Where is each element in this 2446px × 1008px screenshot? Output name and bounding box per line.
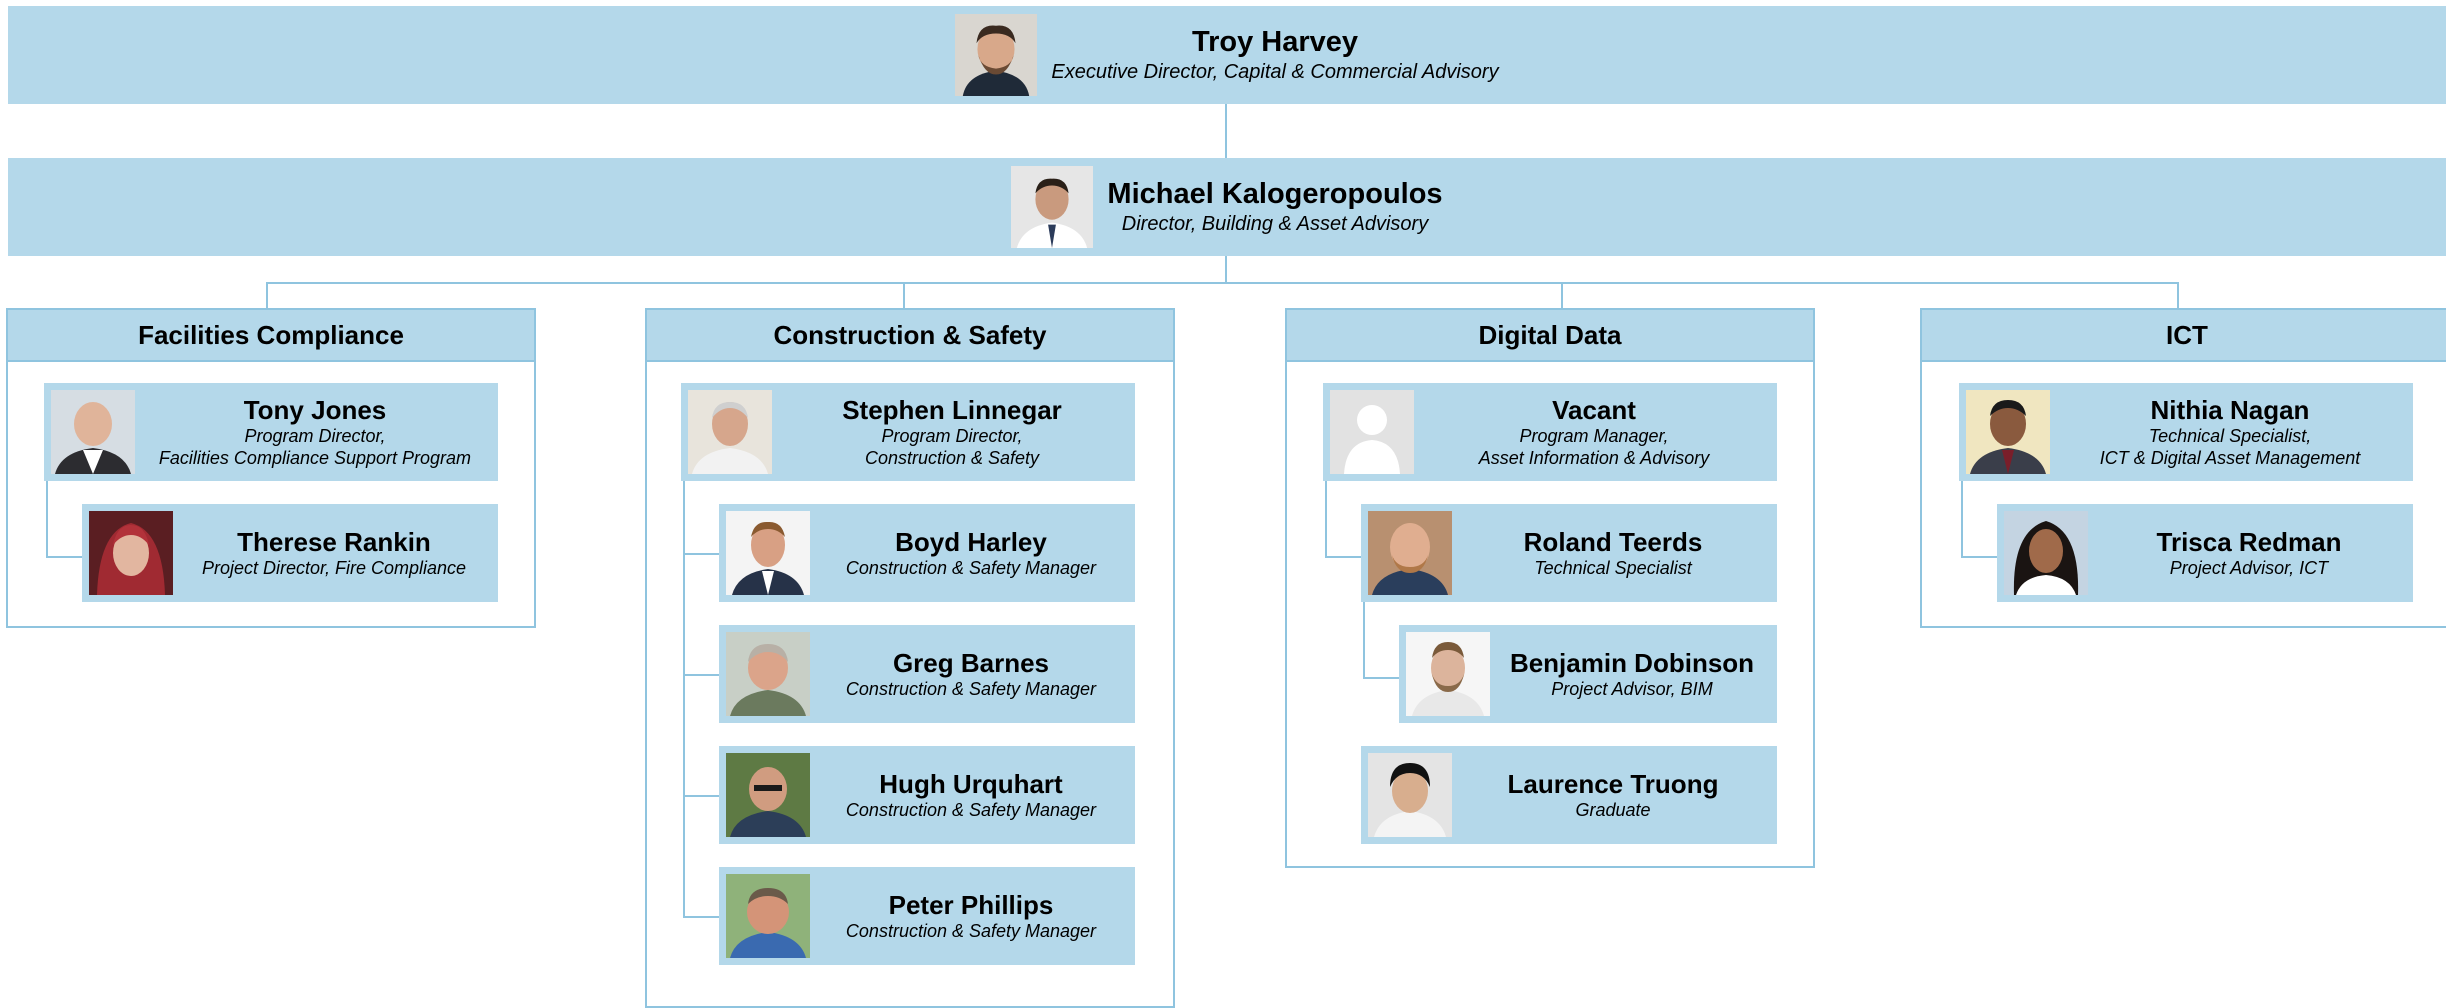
person-title-line1: Technical Specialist, xyxy=(2148,426,2312,446)
person-title-line1: Program Manager, xyxy=(1519,426,1669,446)
branch-line xyxy=(1961,480,1963,557)
person-name: Peter Phillips xyxy=(888,890,1054,920)
branch-line xyxy=(46,480,48,557)
connector-trunk xyxy=(1225,256,1227,283)
person-card-therese-rankin[interactable]: Therese Rankin Project Director, Fire Co… xyxy=(82,504,498,602)
person-title-line2: ICT & Digital Asset Management xyxy=(2099,448,2361,468)
connector-dept-3 xyxy=(1561,282,1563,309)
person-title-line1: Program Director, xyxy=(881,426,1023,446)
person-photo-icon xyxy=(688,390,772,474)
person-name: Trisca Redman xyxy=(2156,527,2342,557)
executive-director-name: Troy Harvey xyxy=(1191,26,1359,58)
person-photo-icon xyxy=(1368,753,1452,837)
person-card-nithia-nagan[interactable]: Nithia Nagan Technical Specialist, ICT &… xyxy=(1959,383,2413,481)
person-card-roland-teerds[interactable]: Roland Teerds Technical Specialist xyxy=(1361,504,1777,602)
person-card-vacant[interactable]: Vacant Program Manager, Asset Informatio… xyxy=(1323,383,1777,481)
branch-line xyxy=(1961,556,1999,558)
person-name: Greg Barnes xyxy=(892,648,1050,678)
person-name: Laurence Truong xyxy=(1507,769,1719,799)
person-photo-icon xyxy=(1011,166,1094,248)
person-title-line1: Graduate xyxy=(1575,800,1651,820)
person-title-line1: Technical Specialist xyxy=(1534,558,1692,578)
branch-line xyxy=(1325,556,1363,558)
executive-director-box[interactable]: Troy Harvey Executive Director, Capital … xyxy=(8,6,2446,104)
person-name: Boyd Harley xyxy=(895,527,1047,557)
person-title-line1: Construction & Safety Manager xyxy=(845,558,1097,578)
branch-line xyxy=(683,795,721,797)
person-photo-icon xyxy=(726,632,810,716)
vacant-placeholder-icon xyxy=(1330,390,1414,474)
branch-line xyxy=(1363,601,1365,678)
connector-dept-4 xyxy=(2177,282,2179,309)
person-title-line2: Asset Information & Advisory xyxy=(1478,448,1710,468)
director-box[interactable]: Michael Kalogeropoulos Director, Buildin… xyxy=(8,158,2446,256)
branch-line xyxy=(46,556,84,558)
department-heading: Digital Data xyxy=(1287,310,1813,362)
person-name: Roland Teerds xyxy=(1523,527,1703,557)
person-photo-icon xyxy=(2004,511,2088,595)
director-title: Director, Building & Asset Advisory xyxy=(1121,213,1429,235)
department-heading: Facilities Compliance xyxy=(8,310,534,362)
person-card-stephen-linnegar[interactable]: Stephen Linnegar Program Director, Const… xyxy=(681,383,1135,481)
person-photo-icon xyxy=(726,874,810,958)
person-photo-icon xyxy=(955,14,1038,96)
person-title-line1: Project Advisor, BIM xyxy=(1551,679,1713,699)
person-card-laurence-truong[interactable]: Laurence Truong Graduate xyxy=(1361,746,1777,844)
person-card-hugh-urquhart[interactable]: Hugh Urquhart Construction & Safety Mana… xyxy=(719,746,1135,844)
person-card-boyd-harley[interactable]: Boyd Harley Construction & Safety Manage… xyxy=(719,504,1135,602)
person-name: Tony Jones xyxy=(243,395,387,425)
connector-horizontal xyxy=(266,282,2179,284)
person-photo-icon xyxy=(1406,632,1490,716)
director-name: Michael Kalogeropoulos xyxy=(1107,178,1443,210)
person-card-benjamin-dobinson[interactable]: Benjamin Dobinson Project Advisor, BIM xyxy=(1399,625,1777,723)
person-title-line2: Construction & Safety xyxy=(864,448,1040,468)
branch-line xyxy=(683,916,721,918)
person-name: Vacant xyxy=(1552,395,1636,425)
person-name: Benjamin Dobinson xyxy=(1509,648,1755,678)
branch-line xyxy=(1363,677,1401,679)
branch-line xyxy=(683,553,721,555)
person-photo-icon xyxy=(51,390,135,474)
person-title-line2: Facilities Compliance Support Program xyxy=(158,448,472,468)
person-title-line1: Project Advisor, ICT xyxy=(2169,558,2329,578)
executive-director-title: Executive Director, Capital & Commercial… xyxy=(1051,61,1499,83)
person-title-line1: Project Director, Fire Compliance xyxy=(201,558,467,578)
person-title-line1: Program Director, xyxy=(244,426,386,446)
person-card-greg-barnes[interactable]: Greg Barnes Construction & Safety Manage… xyxy=(719,625,1135,723)
person-photo-icon xyxy=(1966,390,2050,474)
person-name: Nithia Nagan xyxy=(2150,395,2310,425)
branch-line xyxy=(683,674,721,676)
person-photo-icon xyxy=(726,753,810,837)
person-card-tony-jones[interactable]: Tony Jones Program Director, Facilities … xyxy=(44,383,498,481)
person-photo-icon xyxy=(1368,511,1452,595)
person-title-line1: Construction & Safety Manager xyxy=(845,800,1097,820)
connector-dept-2 xyxy=(903,282,905,309)
person-title-line1: Construction & Safety Manager xyxy=(845,921,1097,941)
person-name: Hugh Urquhart xyxy=(879,769,1063,799)
person-photo-icon xyxy=(89,511,173,595)
connector-top xyxy=(1225,104,1227,158)
person-title-line1: Construction & Safety Manager xyxy=(845,679,1097,699)
branch-line xyxy=(683,480,685,917)
person-photo-icon xyxy=(726,511,810,595)
person-card-peter-phillips[interactable]: Peter Phillips Construction & Safety Man… xyxy=(719,867,1135,965)
person-name: Therese Rankin xyxy=(237,527,431,557)
branch-line xyxy=(1325,480,1327,557)
department-heading: Construction & Safety xyxy=(647,310,1173,362)
department-heading: ICT xyxy=(1922,310,2446,362)
person-card-trisca-redman[interactable]: Trisca Redman Project Advisor, ICT xyxy=(1997,504,2413,602)
connector-dept-1 xyxy=(266,282,268,309)
person-name: Stephen Linnegar xyxy=(842,395,1062,425)
